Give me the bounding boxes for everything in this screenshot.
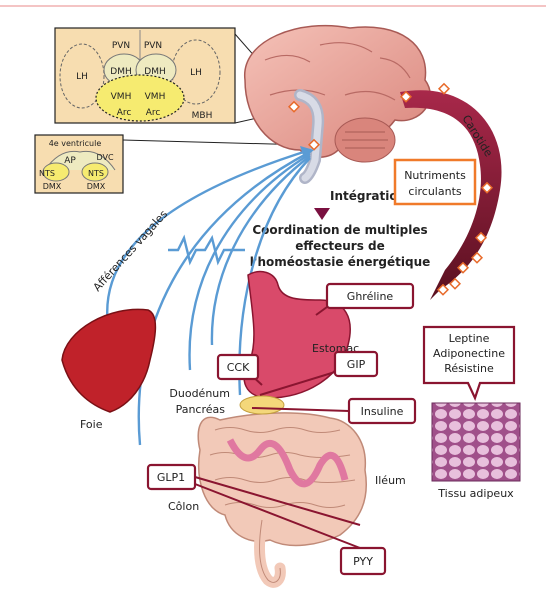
arc-right-label: Arc <box>146 108 161 118</box>
pvn-right-label: PVN <box>144 41 162 51</box>
vmh-left-label: VMH <box>111 92 132 102</box>
nutrients-label-2: circulants <box>408 185 461 198</box>
vagal-label: Afférences vagales <box>91 207 171 294</box>
liver-label: Foie <box>80 418 103 431</box>
leptin-label: Leptine <box>449 332 490 345</box>
vmh-right-label: VMH <box>145 92 166 102</box>
pyy-box: PYY <box>341 548 385 574</box>
nts-right-label: NTS <box>88 169 104 178</box>
dmh-right-label: DMH <box>144 67 165 77</box>
dmx-left-label: DMX <box>43 182 62 191</box>
mbh-label: MBH <box>192 111 213 121</box>
ileum-label: Iléum <box>375 474 406 487</box>
ventricle-label: 4e ventricule <box>49 139 102 148</box>
adipokines-callout: Leptine Adiponectine Résistine <box>424 327 514 398</box>
gip-label: GIP <box>347 358 366 371</box>
coordination-line-2: effecteurs de <box>295 239 385 253</box>
glp1-label: GLP1 <box>157 471 185 484</box>
gip-box: GIP <box>335 352 377 376</box>
glp1-box: GLP1 <box>148 465 195 489</box>
pvn-left-label: PVN <box>112 41 130 51</box>
arc-left-label: Arc <box>117 108 132 118</box>
lh-left-label: LH <box>76 72 88 82</box>
ap-label: AP <box>64 156 76 166</box>
dvc-label: DVC <box>96 153 113 162</box>
nutrients-label-1: Nutriments <box>404 169 466 182</box>
colon-label: Côlon <box>168 500 199 513</box>
duodenum-label: Duodénum <box>169 387 230 400</box>
brain-illustration <box>245 26 430 178</box>
brainstem-inset: 4e ventricule AP DVC NTS NTS DMX DMX <box>35 135 123 193</box>
ghrelin-label: Ghréline <box>347 290 394 303</box>
insulin-box: Insuline <box>349 399 415 423</box>
adipose-tissue-image <box>432 403 520 481</box>
insulin-label: Insuline <box>361 405 404 418</box>
cck-label: CCK <box>227 361 250 374</box>
integration-arrow-head <box>314 208 330 220</box>
adiponectin-label: Adiponectine <box>433 347 505 360</box>
coordination-line-3: l'homéostasie énergétique <box>250 255 431 269</box>
ghrelin-box: Ghréline <box>327 284 413 308</box>
dmh-left-label: DMH <box>110 67 131 77</box>
coordination-line-1: Coordination de multiples <box>252 223 427 237</box>
adipose-label: Tissu adipeux <box>437 487 514 500</box>
hypothalamus-inset: PVN PVN LH LH DMH DMH VMH VMH Arc Arc MB… <box>55 28 235 123</box>
cck-box: CCK <box>218 355 258 379</box>
nts-left-label: NTS <box>39 169 55 178</box>
nutrients-box: Nutriments circulants <box>395 160 475 204</box>
liver-illustration <box>62 309 155 412</box>
dmx-right-label: DMX <box>87 182 106 191</box>
pancreas-label: Pancréas <box>176 403 226 416</box>
lh-right-label: LH <box>190 68 202 78</box>
pyy-label: PYY <box>353 555 373 568</box>
resistin-label: Résistine <box>444 362 494 375</box>
